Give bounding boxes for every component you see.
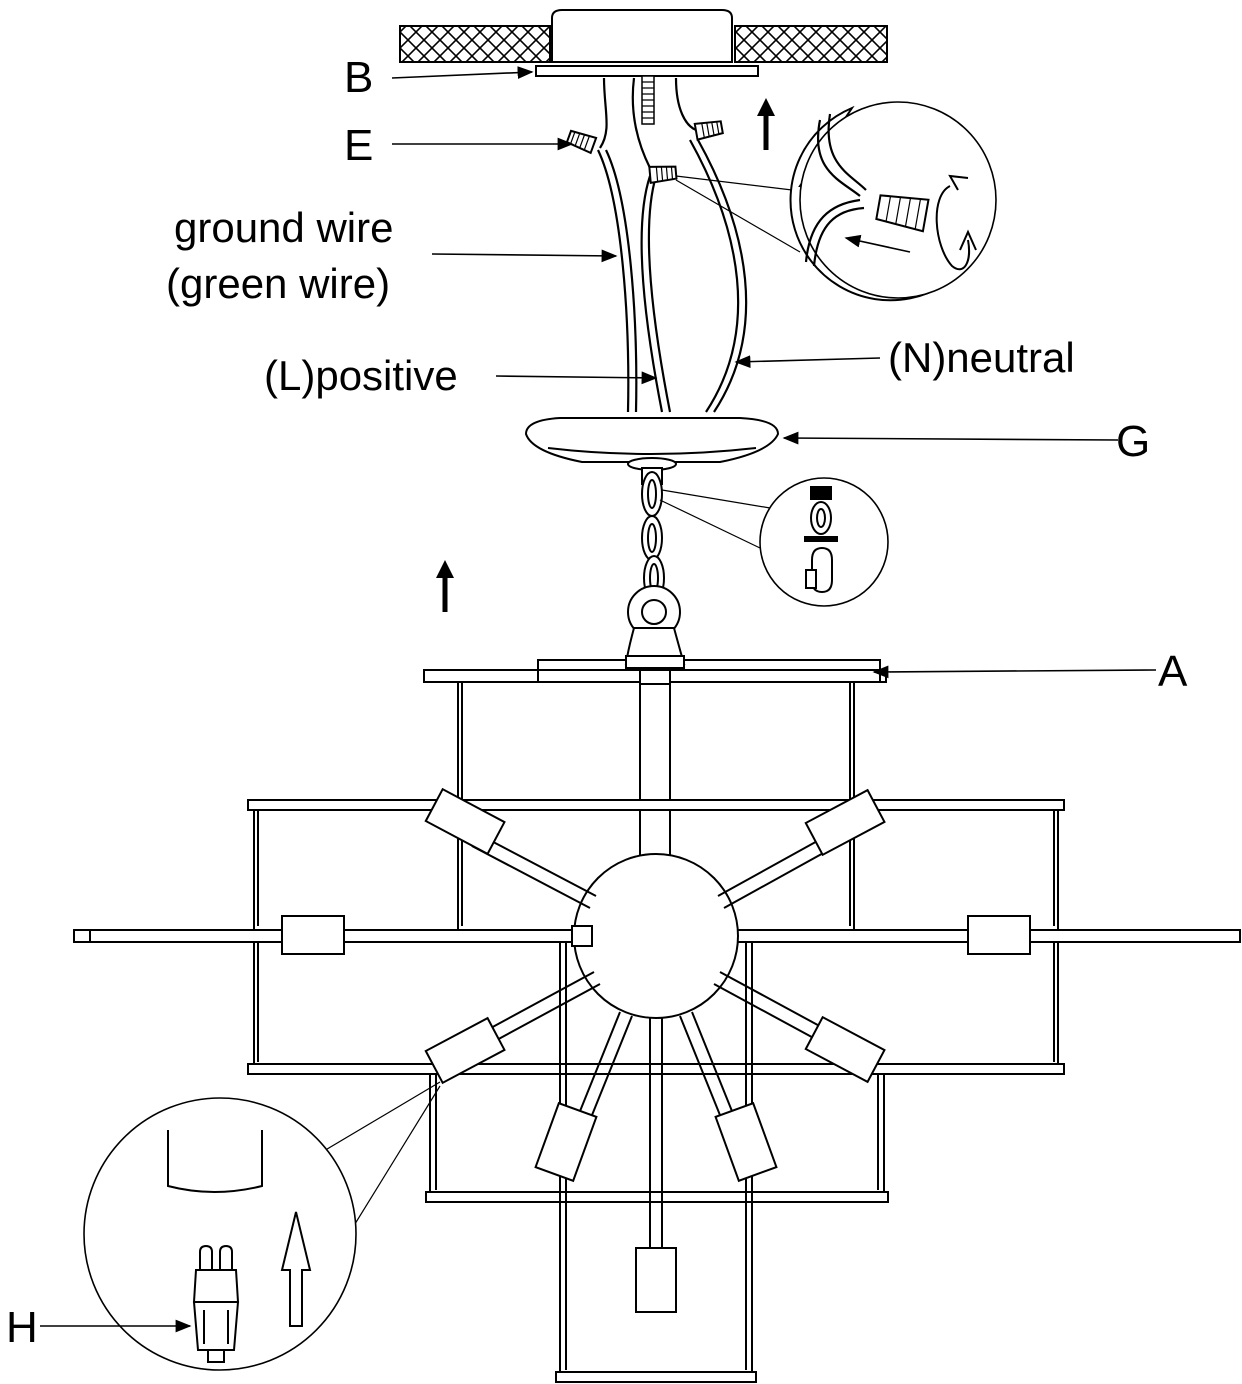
label-positive: (L)positive <box>264 352 458 399</box>
light-arms <box>424 787 886 1313</box>
up-arrow-icon <box>757 98 775 150</box>
bulb-detail-callout <box>83 1081 441 1371</box>
hanging-loop <box>624 585 686 665</box>
label-green-wire: (green wire) <box>166 260 390 307</box>
label-e: E <box>344 121 373 170</box>
wire-nut-icon <box>875 194 930 233</box>
quick-link-icon <box>804 486 838 594</box>
junction-box <box>551 9 733 63</box>
label-a: A <box>1158 647 1188 696</box>
rotate-arrow-icon <box>935 174 977 271</box>
mounting-screw <box>641 75 655 125</box>
wire-connector-right <box>693 120 724 141</box>
chandelier-frame <box>73 655 1241 1383</box>
mounting-bracket <box>535 65 759 77</box>
label-g: G <box>1116 417 1150 466</box>
canopy <box>524 417 780 471</box>
label-ground-wire: ground wire <box>174 204 393 251</box>
up-arrow-icon <box>280 1211 312 1327</box>
label-h: H <box>6 1303 38 1352</box>
leader-lines <box>40 66 1157 1333</box>
center-sphere <box>571 853 739 1019</box>
up-arrow-icon <box>436 560 454 612</box>
label-neutral: (N)neutral <box>888 334 1075 381</box>
chain <box>641 467 665 601</box>
label-b: B <box>344 53 373 102</box>
quick-link-detail-callout <box>659 477 889 607</box>
wire-connector-left <box>565 129 598 155</box>
ceiling <box>399 25 888 63</box>
supply-wires <box>597 77 748 413</box>
bulb-icon <box>192 1244 240 1363</box>
wire-nut-detail-callout <box>675 101 997 302</box>
wire-connector-center <box>648 165 678 185</box>
